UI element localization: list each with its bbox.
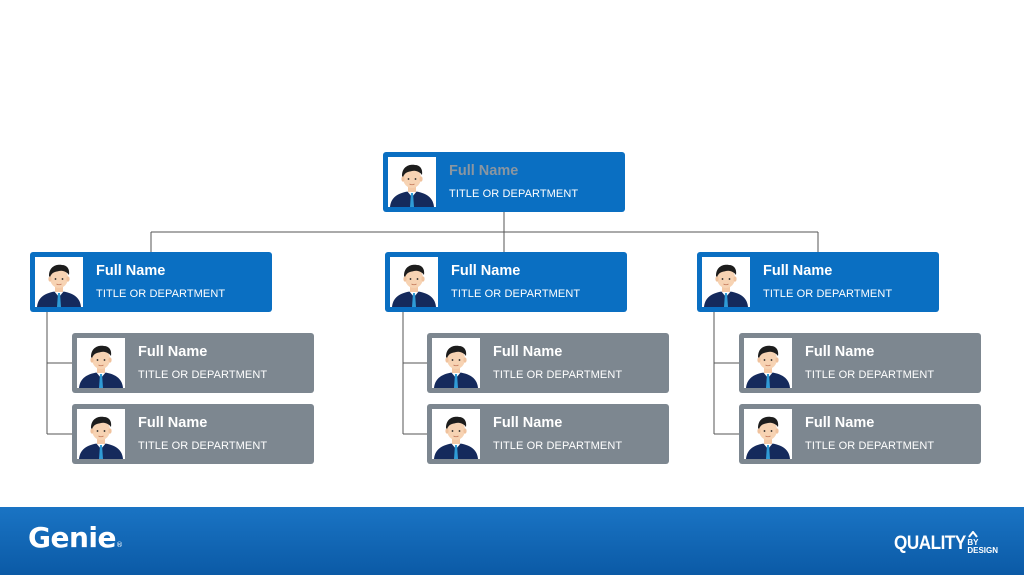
card-name: Full Name: [138, 344, 208, 360]
card-name: Full Name: [805, 415, 875, 431]
person-avatar-icon: [432, 338, 480, 388]
org-card-top[interactable]: Full Name TITLE OR DEPARTMENT: [383, 152, 625, 212]
org-card-report-2-1[interactable]: Full Name TITLE OR DEPARTMENT: [427, 333, 669, 393]
genie-logo: Genie®: [28, 521, 123, 554]
org-chart: Full Name TITLE OR DEPARTMENT Full Name …: [30, 152, 981, 464]
org-card-manager-1[interactable]: Full Name TITLE OR DEPARTMENT: [30, 252, 272, 312]
org-card-manager-2[interactable]: Full Name TITLE OR DEPARTMENT: [385, 252, 627, 312]
card-name: Full Name: [449, 163, 519, 179]
person-avatar-icon: [77, 409, 125, 459]
org-card-report-1-1[interactable]: Full Name TITLE OR DEPARTMENT: [72, 333, 314, 393]
footer-bar: Genie® QUALITY BY DESIGN: [0, 507, 1024, 575]
org-card-report-3-2[interactable]: Full Name TITLE OR DEPARTMENT: [739, 404, 981, 464]
tagline-by: BY: [967, 538, 979, 547]
card-name: Full Name: [493, 415, 563, 431]
person-avatar-icon: [432, 409, 480, 459]
card-title: TITLE OR DEPARTMENT: [451, 288, 581, 300]
card-name: Full Name: [96, 263, 166, 279]
org-card-report-1-2[interactable]: Full Name TITLE OR DEPARTMENT: [72, 404, 314, 464]
card-title: TITLE OR DEPARTMENT: [138, 369, 268, 381]
person-avatar-icon: [388, 157, 436, 207]
card-title: TITLE OR DEPARTMENT: [493, 369, 623, 381]
org-card-report-3-1[interactable]: Full Name TITLE OR DEPARTMENT: [739, 333, 981, 393]
card-name: Full Name: [138, 415, 208, 431]
card-title: TITLE OR DEPARTMENT: [763, 288, 893, 300]
card-title: TITLE OR DEPARTMENT: [805, 369, 935, 381]
card-title: TITLE OR DEPARTMENT: [138, 440, 268, 452]
tagline-design: DESIGN: [967, 546, 998, 555]
card-name: Full Name: [805, 344, 875, 360]
card-title: TITLE OR DEPARTMENT: [493, 440, 623, 452]
chevron-up-icon: [968, 531, 979, 538]
card-title: TITLE OR DEPARTMENT: [449, 188, 579, 200]
person-avatar-icon: [702, 257, 750, 307]
tagline-quality: QUALITY: [894, 533, 967, 554]
org-card-manager-3[interactable]: Full Name TITLE OR DEPARTMENT: [697, 252, 939, 312]
card-title: TITLE OR DEPARTMENT: [805, 440, 935, 452]
person-avatar-icon: [744, 409, 792, 459]
person-avatar-icon: [390, 257, 438, 307]
person-avatar-icon: [744, 338, 792, 388]
card-name: Full Name: [763, 263, 833, 279]
card-name: Full Name: [493, 344, 563, 360]
quality-by-design-tagline: QUALITY BY DESIGN: [886, 531, 998, 555]
person-avatar-icon: [35, 257, 83, 307]
card-title: TITLE OR DEPARTMENT: [96, 288, 226, 300]
connector-lines: [46, 212, 819, 435]
org-card-report-2-2[interactable]: Full Name TITLE OR DEPARTMENT: [427, 404, 669, 464]
card-name: Full Name: [451, 263, 521, 279]
person-avatar-icon: [77, 338, 125, 388]
